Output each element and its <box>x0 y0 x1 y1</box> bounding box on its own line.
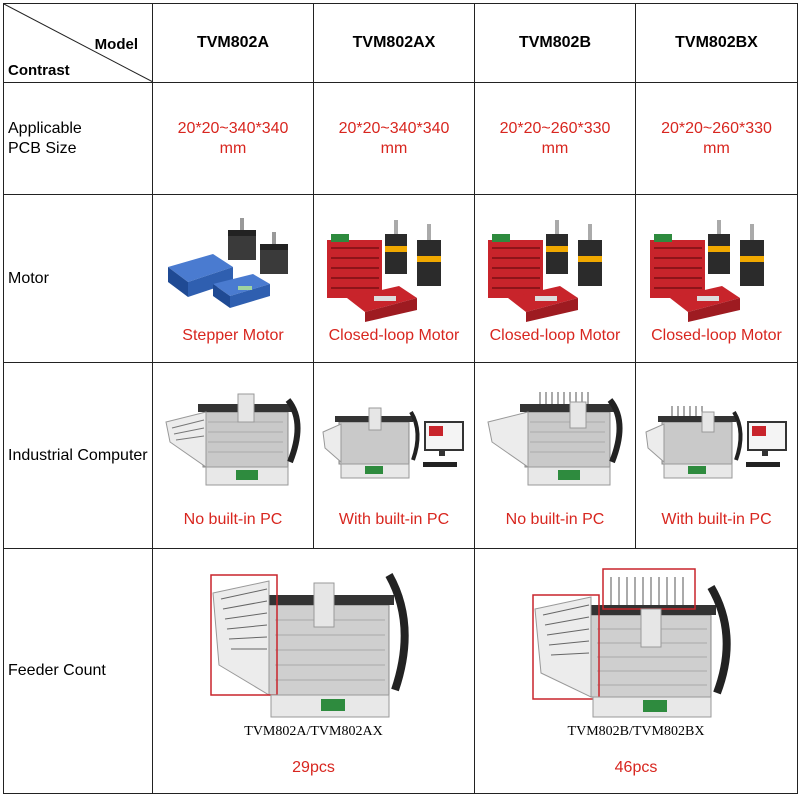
feeder-machine-image-b <box>532 567 731 717</box>
computer-value-3: No built-in PC <box>505 510 605 528</box>
feeder-row: Feeder Count TVM802A/TVM802AX 29pcs <box>3 548 798 794</box>
row-label-feeder: Feeder Count <box>3 548 153 794</box>
model-header-4: TVM802BX <box>635 3 798 83</box>
pcb-label-text: Applicable PCB Size <box>8 119 82 157</box>
feeder-cell-b: TVM802B/TVM802BX 46pcs <box>474 548 798 794</box>
corner-cell: Model Contrast <box>3 3 153 83</box>
pnp-machine-image-3 <box>487 391 623 485</box>
motor-cell-1: Stepper Motor <box>152 194 314 363</box>
pnp-machine-with-pc-image-4 <box>644 405 787 478</box>
computer-cell-2: With built-in PC <box>313 362 475 549</box>
computer-cell-3: No built-in PC <box>474 362 636 549</box>
feeder-count-b: 46pcs <box>614 758 658 776</box>
motor-cell-4: Closed-loop Motor <box>635 194 798 363</box>
comparison-table: Model Contrast TVM802A TVM802AX TVM802B … <box>3 3 798 794</box>
row-label-motor: Motor <box>3 194 153 363</box>
motor-row: Motor Stepper <box>3 194 798 363</box>
model-header-3: TVM802B <box>474 3 636 83</box>
header-row: Model Contrast TVM802A TVM802AX TVM802B … <box>3 3 798 83</box>
motor-cell-2: Closed-loop Motor <box>313 194 475 363</box>
feeder-cell-a: TVM802A/TVM802AX 29pcs <box>152 548 475 794</box>
row-label-pcb: Applicable PCB Size <box>3 82 153 195</box>
feeder-machine-image-a <box>209 572 409 717</box>
feeder-caption-b: TVM802B/TVM802BX <box>567 723 705 739</box>
feeder-caption-a: TVM802A/TVM802AX <box>244 723 383 739</box>
closed-loop-motor-image-3 <box>488 219 602 322</box>
pnp-machine-image-1 <box>165 393 301 485</box>
pnp-machine-with-pc-image-2 <box>322 407 464 478</box>
row-label-computer: Industrial Computer <box>3 362 153 549</box>
pcb-value-1: 20*20~340*340 mm <box>177 119 289 157</box>
computer-row: Industrial Computer No built-in PC <box>3 362 798 549</box>
pcb-value-2: 20*20~340*340 mm <box>338 119 450 157</box>
computer-cell-1: No built-in PC <box>152 362 314 549</box>
computer-value-1: No built-in PC <box>183 510 283 528</box>
pcb-cell-3: 20*20~260*330 mm <box>474 82 636 195</box>
pcb-cell-2: 20*20~340*340 mm <box>313 82 475 195</box>
motor-value-2: Closed-loop Motor <box>328 326 460 344</box>
motor-value-4: Closed-loop Motor <box>651 326 782 344</box>
stepper-motor-image <box>168 217 288 308</box>
diagonal-divider <box>4 4 153 82</box>
motor-cell-3: Closed-loop Motor <box>474 194 636 363</box>
model-header-1: TVM802A <box>152 3 314 83</box>
pcb-cell-4: 20*20~260*330 mm <box>635 82 798 195</box>
corner-contrast-label: Contrast <box>8 62 70 79</box>
computer-value-2: With built-in PC <box>338 510 450 528</box>
feeder-count-a: 29pcs <box>292 758 335 776</box>
computer-cell-4: With built-in PC <box>635 362 798 549</box>
corner-model-label: Model <box>94 36 138 53</box>
closed-loop-motor-image-2 <box>327 219 441 322</box>
pcb-value-4: 20*20~260*330 mm <box>661 119 772 157</box>
pcb-size-row: Applicable PCB Size 20*20~340*340 mm 20*… <box>3 82 798 195</box>
model-header-2: TVM802AX <box>313 3 475 83</box>
motor-value-1: Stepper Motor <box>182 326 284 344</box>
computer-value-4: With built-in PC <box>661 510 772 528</box>
motor-value-3: Closed-loop Motor <box>489 326 621 344</box>
pcb-cell-1: 20*20~340*340 mm <box>152 82 314 195</box>
closed-loop-motor-image-4 <box>649 219 764 322</box>
pcb-value-3: 20*20~260*330 mm <box>499 119 611 157</box>
